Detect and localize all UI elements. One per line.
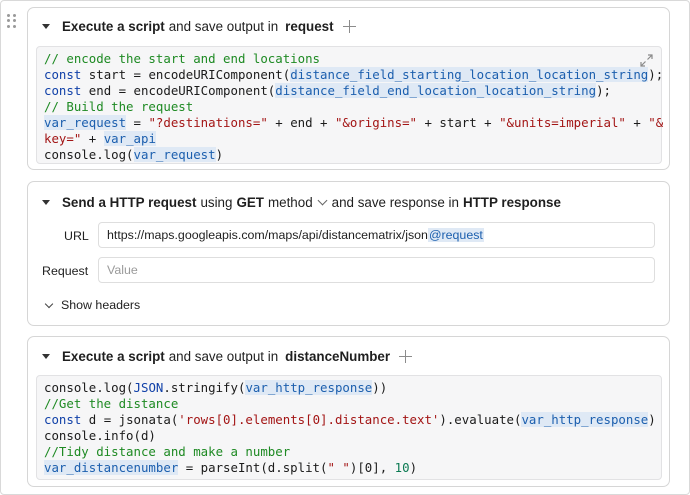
plus-icon[interactable] xyxy=(399,349,413,363)
plus-icon[interactable] xyxy=(342,19,356,33)
url-input[interactable]: https://maps.googleapis.com/maps/api/dis… xyxy=(98,222,655,248)
code-token: .stringify( xyxy=(163,380,246,395)
code-token: start = encodeURIComponent( xyxy=(81,67,291,82)
code-token: console.log( xyxy=(44,380,134,395)
code-token: console.info(d) xyxy=(44,428,156,443)
header-text: method xyxy=(267,194,313,210)
block-header: Execute a script and save output in requ… xyxy=(42,14,356,38)
code-token: ) xyxy=(409,460,418,475)
variable-token: var_http_response xyxy=(245,380,373,395)
code-token: "&origins=" xyxy=(334,115,418,130)
code-content: // encode the start and end locations co… xyxy=(44,51,663,163)
code-token: = xyxy=(126,115,149,130)
output-variable[interactable]: request xyxy=(285,18,334,34)
header-text: and save output in xyxy=(168,18,279,34)
show-headers-label: Show headers xyxy=(61,298,141,312)
code-token: JSON xyxy=(133,380,164,395)
code-token: + xyxy=(81,131,104,146)
variable-token: var_distancenumber xyxy=(44,460,179,475)
collapse-caret-icon[interactable] xyxy=(42,353,50,359)
code-token: ); xyxy=(648,67,664,82)
code-token: + end + xyxy=(267,115,335,130)
code-token: )) xyxy=(372,380,388,395)
code-token: key=" xyxy=(44,131,82,146)
header-text: using xyxy=(200,194,233,210)
output-variable[interactable]: HTTP response xyxy=(462,194,561,210)
code-token: = parseInt(d.split( xyxy=(178,460,328,475)
variable-token: var_http_response xyxy=(521,412,649,427)
code-token: console.log( xyxy=(44,147,134,162)
request-token[interactable]: @request xyxy=(427,228,484,242)
url-label: URL xyxy=(64,229,89,243)
collapse-caret-icon[interactable] xyxy=(42,23,50,29)
code-token: + xyxy=(625,115,649,130)
code-token: "&units=imperial" xyxy=(499,115,626,130)
block-header: Send a HTTP request using GET method and… xyxy=(42,190,561,214)
code-token: const xyxy=(44,67,82,82)
code-token: "?destinations=" xyxy=(148,115,268,130)
code-token: ).evaluate( xyxy=(439,412,522,427)
action-label: Send a HTTP request xyxy=(62,194,197,210)
action-label: Execute a script xyxy=(62,18,165,34)
code-token: ) xyxy=(215,147,224,162)
url-text: https://maps.googleapis.com/maps/api/dis… xyxy=(107,228,428,242)
code-token: const xyxy=(44,412,82,427)
variable-token: var_api xyxy=(103,131,156,146)
code-token: 10 xyxy=(394,460,410,475)
method-select[interactable]: GET xyxy=(236,194,264,210)
code-token: 'rows[0].elements[0].distance.text' xyxy=(178,412,440,427)
code-editor[interactable]: // encode the start and end locations co… xyxy=(36,46,663,164)
script-block-2: Execute a script and save output in dist… xyxy=(27,336,670,487)
code-content: console.log(JSON.stringify(var_http_resp… xyxy=(44,380,656,476)
variable-token: var_request xyxy=(44,115,127,130)
variable-token: distance_field_end_location_location_str… xyxy=(275,83,597,98)
http-request-block: Send a HTTP request using GET method and… xyxy=(27,181,670,326)
code-token: //Get the distance xyxy=(44,396,179,411)
request-placeholder: Value xyxy=(107,263,138,277)
block-header: Execute a script and save output in dist… xyxy=(42,344,413,368)
header-text: and save response in xyxy=(331,194,459,210)
output-variable[interactable]: distanceNumber xyxy=(285,348,391,364)
show-headers-toggle[interactable]: Show headers xyxy=(44,298,140,312)
code-token: //Tidy distance and make a number xyxy=(44,444,291,459)
chevron-down-icon[interactable] xyxy=(317,195,328,206)
code-token: const xyxy=(44,83,82,98)
variable-token: distance_field_starting_location_locatio… xyxy=(290,67,649,82)
code-editor[interactable]: console.log(JSON.stringify(var_http_resp… xyxy=(36,375,662,480)
expand-icon[interactable] xyxy=(640,54,653,67)
variable-token: var_request xyxy=(133,147,216,162)
code-token: )[0], xyxy=(349,460,395,475)
code-token: ); xyxy=(596,83,611,98)
code-token: ) xyxy=(648,412,656,427)
header-text: and save output in xyxy=(168,348,279,364)
code-token: d = jsonata( xyxy=(81,412,179,427)
drag-handle-icon[interactable] xyxy=(7,14,17,28)
code-token: // encode the start and end locations xyxy=(44,51,321,66)
collapse-caret-icon[interactable] xyxy=(42,199,50,205)
code-token: + start + xyxy=(417,115,500,130)
code-token: end = encodeURIComponent( xyxy=(81,83,276,98)
code-token: "& xyxy=(648,115,664,130)
request-input[interactable]: Value xyxy=(98,257,655,283)
request-label: Request xyxy=(42,264,89,278)
chevron-down-icon xyxy=(44,299,54,308)
code-token: " " xyxy=(327,460,350,475)
code-token: // Build the request xyxy=(44,99,194,114)
script-block-1: Execute a script and save output in requ… xyxy=(27,7,670,170)
action-label: Execute a script xyxy=(62,348,165,364)
